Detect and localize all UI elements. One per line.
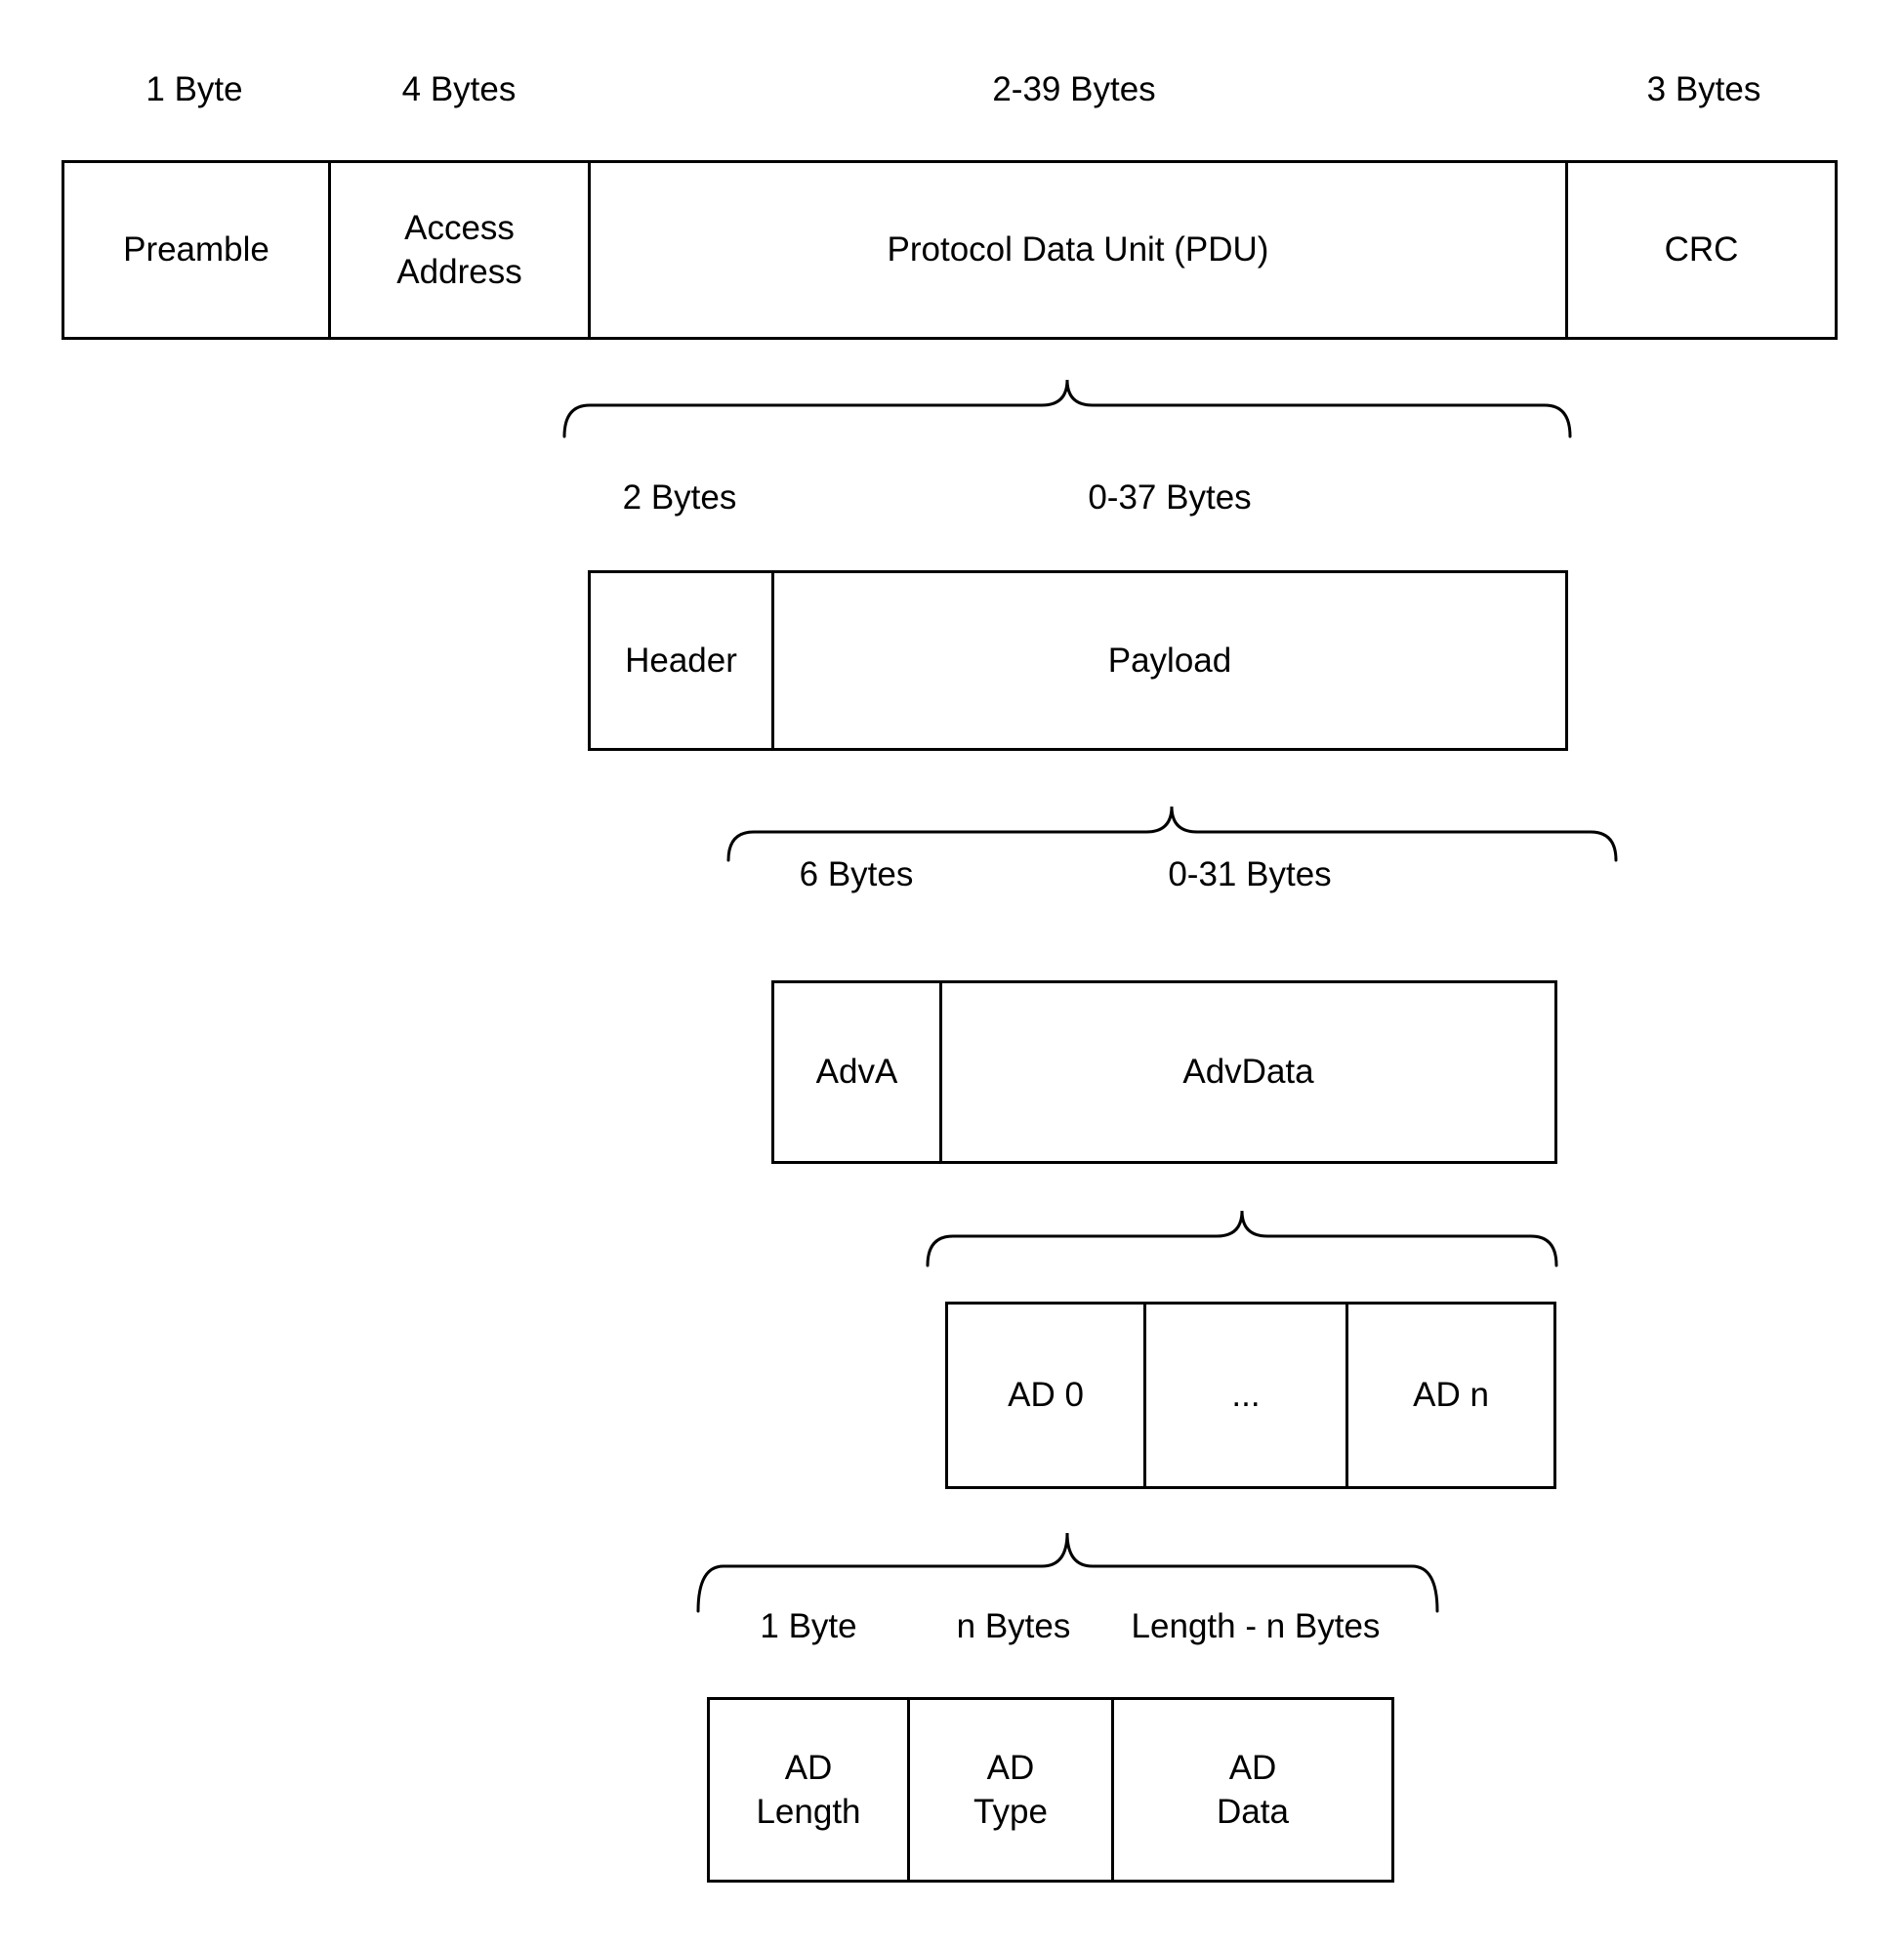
packet-row: Preamble Access Address Protocol Data Un… [62,160,1838,340]
field-header: Header [625,641,737,680]
size-label-payload: 0-37 Bytes [1088,478,1252,517]
field-ad-length: AD Length [756,1748,861,1832]
size-label-ad-length: 1 Byte [760,1607,857,1645]
field-ad-ellipsis: ... [1143,1305,1345,1486]
field-ad-data: AD Data [1111,1700,1391,1880]
field-ad-type: AD Type [907,1700,1111,1880]
brace-payload-expansion [726,806,1618,862]
field-crc: CRC [1565,163,1835,337]
size-label-preamble: 1 Byte [145,70,243,108]
advdata-row: AD 0 ... AD n [945,1302,1556,1489]
field-advdata: AdvData [939,983,1554,1161]
size-label-header: 2 Bytes [622,478,737,517]
brace-pdu-expansion [562,379,1572,438]
field-preamble: Preamble [123,230,269,269]
size-label-ad-data: Length - n Bytes [1131,1607,1381,1645]
payload-row: AdvA AdvData [771,980,1557,1164]
size-label-access-address: 4 Bytes [401,70,517,108]
size-label-advdata: 0-31 Bytes [1168,855,1332,893]
size-label-ad-type: n Bytes [956,1607,1071,1645]
size-label-pdu: 2-39 Bytes [992,70,1156,108]
field-adn: AD n [1345,1305,1553,1486]
field-adva: AdvA [815,1053,898,1092]
pdu-row: Header Payload [588,570,1568,751]
size-label-crc: 3 Bytes [1646,70,1761,108]
field-ad0: AD 0 [1008,1376,1084,1415]
field-access-address: Access Address [328,163,588,337]
size-label-adva: 6 Bytes [799,855,914,893]
field-pdu: Protocol Data Unit (PDU) [588,163,1565,337]
ad-structure-row: AD Length AD Type AD Data [707,1697,1394,1883]
field-payload: Payload [771,573,1565,748]
brace-ad-expansion [696,1532,1439,1613]
brace-advdata-expansion [926,1210,1558,1267]
